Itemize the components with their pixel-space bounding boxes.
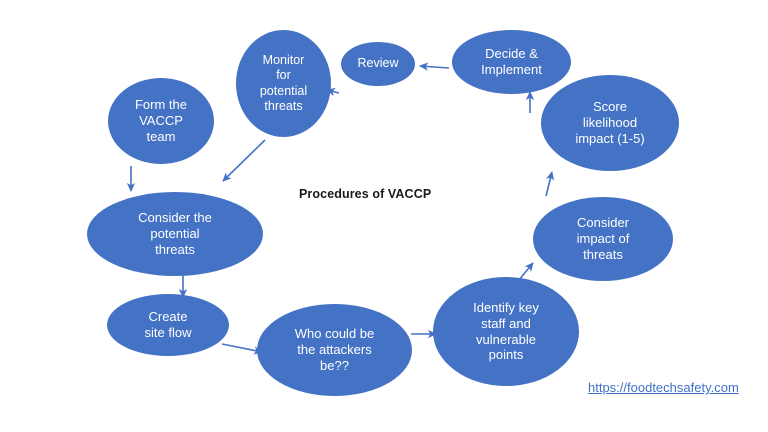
arrow-create-flow-to-who-attackers bbox=[221, 343, 263, 355]
node-review[interactable]: Review bbox=[341, 42, 415, 86]
arrow-consider-impact-to-score bbox=[545, 171, 555, 197]
node-label-decide-implement: Decide &Implement bbox=[481, 46, 542, 77]
website-link[interactable]: https://foodtechsafety.com bbox=[588, 380, 739, 395]
node-decide-implement[interactable]: Decide &Implement bbox=[452, 30, 571, 94]
page-title: Procedures of VACCP bbox=[299, 187, 432, 201]
arrow-decide-to-review bbox=[419, 62, 450, 71]
arrow-monitor-to-consider-threats bbox=[222, 139, 266, 182]
node-label-review: Review bbox=[357, 56, 399, 71]
